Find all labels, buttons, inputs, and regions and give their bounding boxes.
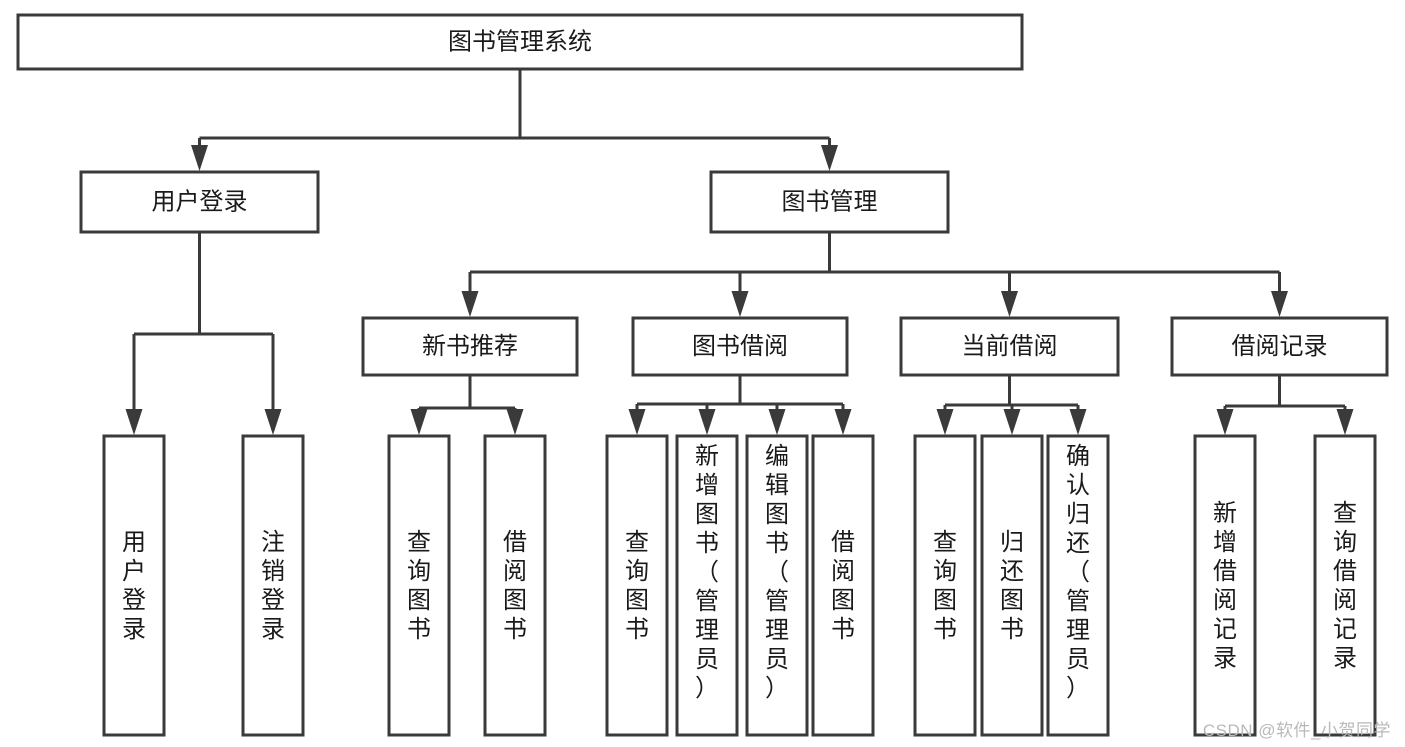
node-leaf-user-login[interactable]: 用户登录 <box>102 434 166 737</box>
arrow-head-icon <box>191 145 208 171</box>
node-label-new-book-recommend: 新书推荐 <box>422 333 518 360</box>
arrow-head-icon <box>731 291 749 317</box>
node-box-leaf-query-book-3[interactable] <box>913 434 977 737</box>
node-box-leaf-borrow-book-2[interactable] <box>811 434 875 737</box>
arrow-head-icon <box>125 409 143 435</box>
node-label-leaf-query-book-2: 查询图书 <box>625 529 649 643</box>
arrow-head-icon <box>410 409 428 435</box>
connector-group-book-manage <box>461 232 1288 317</box>
node-leaf-query-book-1[interactable]: 查询图书 <box>387 434 451 737</box>
arrow-head-icon <box>1336 409 1354 435</box>
node-box-leaf-query-record[interactable] <box>1313 434 1377 737</box>
node-box-leaf-return-book[interactable] <box>980 434 1044 737</box>
arrow-head-icon <box>1216 409 1234 435</box>
node-box-leaf-logout[interactable] <box>241 434 305 737</box>
node-box-book-borrow[interactable] <box>631 316 849 377</box>
watermark-label: CSDN @软件_小贺同学 <box>1202 721 1391 740</box>
connector-group-borrow-record <box>1216 375 1354 435</box>
node-box-root[interactable] <box>16 13 1024 71</box>
node-box-current-borrow[interactable] <box>899 316 1120 377</box>
node-leaf-logout[interactable]: 注销登录 <box>241 434 305 737</box>
node-leaf-query-book-2[interactable]: 查询图书 <box>605 434 669 737</box>
arrow-head-icon <box>264 409 282 435</box>
node-label-current-borrow: 当前借阅 <box>962 333 1058 360</box>
connector-group-current-borrow <box>936 375 1087 435</box>
node-label-leaf-query-record: 查询借阅记录 <box>1333 500 1357 672</box>
node-box-leaf-query-book-1[interactable] <box>387 434 451 737</box>
node-book-manage[interactable]: 图书管理 <box>709 170 950 234</box>
arrow-head-icon <box>628 409 646 435</box>
node-leaf-add-book[interactable]: 新增图书（管理员） <box>675 434 739 737</box>
node-label-leaf-add-book: 新增图书（管理员） <box>695 443 719 702</box>
node-label-leaf-query-book-1: 查询图书 <box>407 529 431 643</box>
node-label-root: 图书管理系统 <box>448 28 592 55</box>
node-label-book-manage: 图书管理 <box>782 188 878 215</box>
node-leaf-return-book[interactable]: 归还图书 <box>980 434 1044 737</box>
arrow-head-icon <box>821 145 838 171</box>
node-leaf-query-record[interactable]: 查询借阅记录 <box>1313 434 1377 737</box>
node-leaf-confirm-return[interactable]: 确认归还（管理员） <box>1046 434 1110 737</box>
arrow-head-icon <box>1069 409 1087 435</box>
node-box-user-login[interactable] <box>79 170 320 234</box>
node-book-borrow[interactable]: 图书借阅 <box>631 316 849 377</box>
node-new-book-recommend[interactable]: 新书推荐 <box>361 316 579 377</box>
node-box-new-book-recommend[interactable] <box>361 316 579 377</box>
arrow-head-icon <box>768 409 786 435</box>
node-box-leaf-confirm-return[interactable] <box>1046 434 1110 737</box>
node-label-leaf-logout: 注销登录 <box>261 529 285 643</box>
node-leaf-borrow-book-2[interactable]: 借阅图书 <box>811 434 875 737</box>
arrow-head-icon <box>698 409 716 435</box>
node-label-leaf-query-book-3: 查询图书 <box>933 529 957 643</box>
connector-group-root <box>191 69 838 171</box>
connector-group-new-book-recommend <box>410 375 524 435</box>
node-label-leaf-user-login: 用户登录 <box>122 529 146 643</box>
node-box-borrow-record[interactable] <box>1170 316 1389 377</box>
node-box-leaf-query-book-2[interactable] <box>605 434 669 737</box>
node-current-borrow[interactable]: 当前借阅 <box>899 316 1120 377</box>
node-label-leaf-add-record: 新增借阅记录 <box>1213 500 1237 672</box>
arrow-head-icon <box>1001 291 1018 317</box>
connector-group-user-login <box>125 232 282 435</box>
node-layer: 图书管理系统用户登录图书管理新书推荐图书借阅当前借阅借阅记录用户登录注销登录查询… <box>16 13 1389 737</box>
node-leaf-add-record[interactable]: 新增借阅记录 <box>1193 434 1257 737</box>
node-box-leaf-add-book[interactable] <box>675 434 739 737</box>
node-label-user-login: 用户登录 <box>152 188 248 215</box>
node-label-book-borrow: 图书借阅 <box>692 333 788 360</box>
node-label-leaf-edit-book: 编辑图书（管理员） <box>765 443 789 702</box>
node-leaf-query-book-3[interactable]: 查询图书 <box>913 434 977 737</box>
arrow-head-icon <box>936 409 954 435</box>
arrow-head-icon <box>1271 291 1288 317</box>
node-leaf-borrow-book-1[interactable]: 借阅图书 <box>483 434 547 737</box>
node-label-leaf-confirm-return: 确认归还（管理员） <box>1066 443 1090 702</box>
node-user-login[interactable]: 用户登录 <box>79 170 320 234</box>
connector-group-book-borrow <box>628 375 852 435</box>
node-borrow-record[interactable]: 借阅记录 <box>1170 316 1389 377</box>
arrow-head-icon <box>461 291 479 317</box>
node-leaf-edit-book[interactable]: 编辑图书（管理员） <box>745 434 809 737</box>
node-label-leaf-return-book: 归还图书 <box>1000 529 1024 643</box>
node-box-leaf-add-record[interactable] <box>1193 434 1257 737</box>
node-box-book-manage[interactable] <box>709 170 950 234</box>
node-label-borrow-record: 借阅记录 <box>1232 333 1328 360</box>
arrow-head-icon <box>834 409 852 435</box>
node-box-leaf-borrow-book-1[interactable] <box>483 434 547 737</box>
node-label-leaf-borrow-book-1: 借阅图书 <box>503 529 527 643</box>
node-box-leaf-edit-book[interactable] <box>745 434 809 737</box>
arrow-head-icon <box>506 409 524 435</box>
node-label-leaf-borrow-book-2: 借阅图书 <box>831 529 855 643</box>
arrow-head-icon <box>1003 409 1021 435</box>
connector-layer <box>125 69 1354 435</box>
node-root[interactable]: 图书管理系统 <box>16 13 1024 71</box>
node-box-leaf-user-login[interactable] <box>102 434 166 737</box>
